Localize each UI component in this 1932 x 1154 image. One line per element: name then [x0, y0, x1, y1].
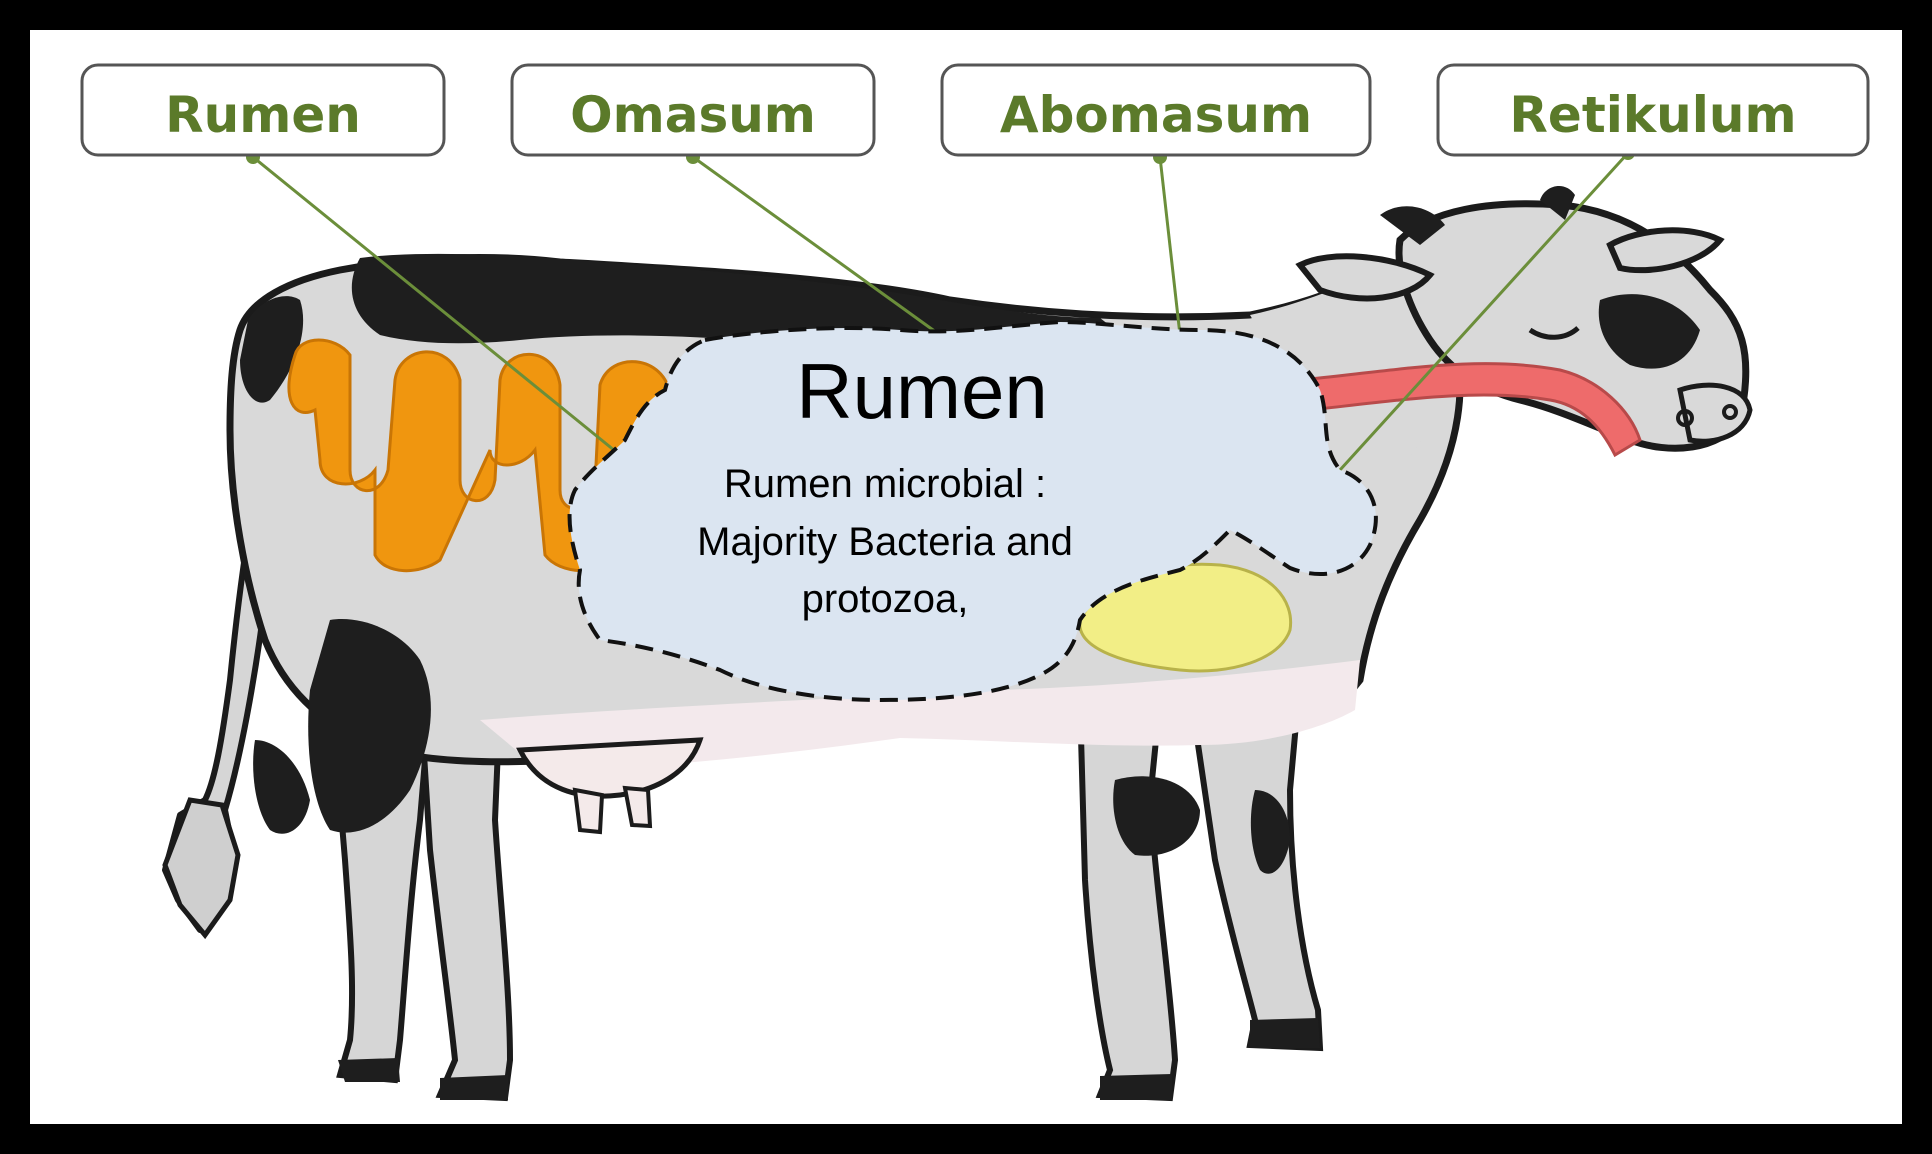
callout-line-2: Majority Bacteria and [697, 520, 1073, 564]
label-omasum: Omasum [570, 86, 816, 144]
callout-line-3: protozoa, [802, 577, 969, 621]
label-boxes: Rumen Omasum Abomasum Retikulum [82, 65, 1868, 155]
cow-hoof-back-left [338, 1058, 400, 1082]
label-abomasum: Abomasum [1000, 86, 1312, 144]
label-rumen: Rumen [165, 86, 361, 144]
callout-line-1: Rumen microbial : [724, 462, 1046, 506]
cow-hoof-front-right [1250, 1018, 1320, 1048]
callout-title: Rumen [796, 347, 1047, 435]
label-retikulum: Retikulum [1509, 86, 1796, 144]
cow-hoof-front-left [1100, 1074, 1172, 1100]
cow-hoof-back-right [440, 1075, 508, 1100]
cow-teat-1 [575, 790, 602, 832]
